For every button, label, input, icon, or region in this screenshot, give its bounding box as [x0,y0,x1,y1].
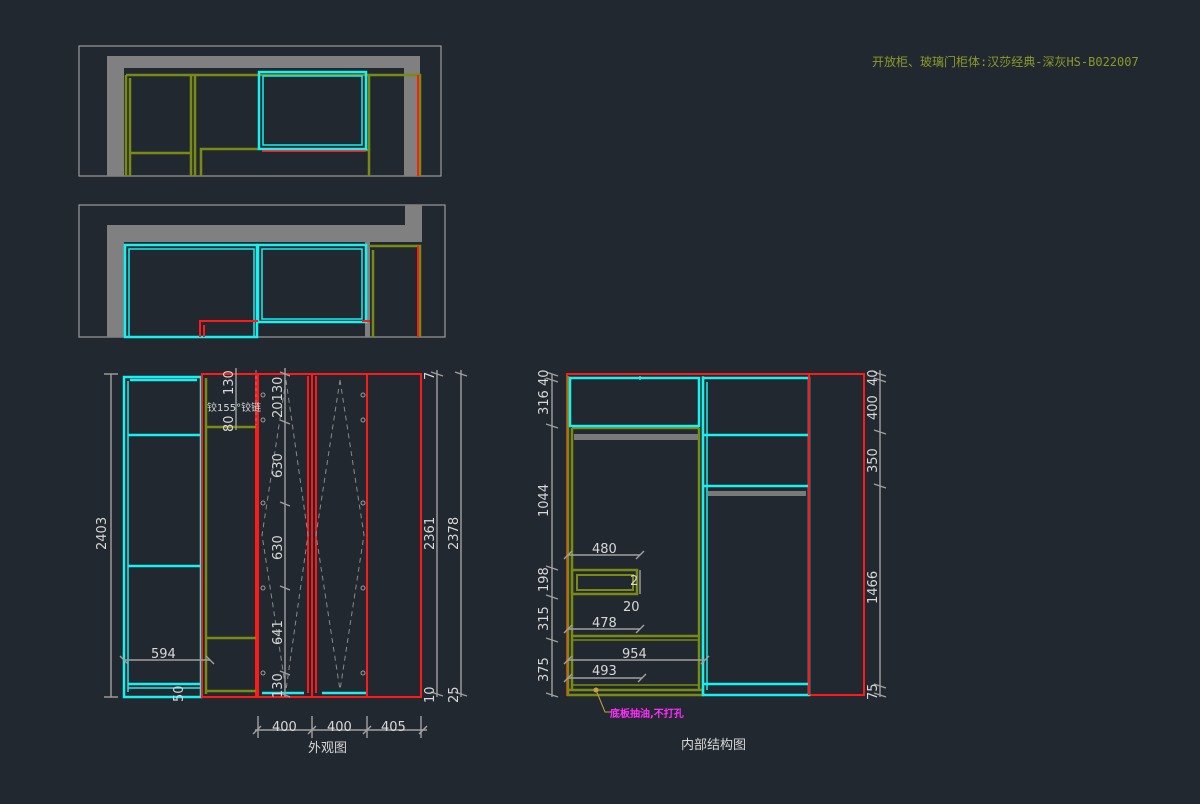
dim-int-1044: 1044 [537,484,552,517]
dim-2378: 2378 [447,517,462,550]
dim-int-40-right: 40 [866,369,881,386]
dim-7: 7 [423,372,438,380]
dim-int-40-left: 40 [537,369,552,386]
dim-int-478: 478 [592,616,617,631]
dim-130-a: 130 [222,370,237,395]
dim-int-375: 375 [537,657,552,682]
interior-elevation: 底板抽油,不打孔 40 316 1044 198 315 375 480 2 2… [537,369,887,753]
dim-int-1466: 1466 [866,571,881,604]
exterior-elevation: 2403 594 50 130 铰155°铰链 80 20130 630 630… [95,368,468,756]
dim-400-a: 400 [272,720,297,735]
dim-2361: 2361 [423,517,438,550]
dim-int-315: 315 [537,606,552,631]
hinge-note: 铰155°铰链 [207,401,261,414]
dim-10: 10 [423,686,438,703]
dim-130-b: 130 [271,673,286,698]
dim-50: 50 [172,685,187,702]
dim-int-75: 75 [866,683,881,700]
dim-int-2: 2 [630,574,638,589]
dim-594: 594 [151,647,176,662]
caption-interior: 内部结构图 [681,737,746,753]
dim-int-350: 350 [866,448,881,473]
dim-int-20: 20 [623,600,640,615]
dim-400-b: 400 [327,720,352,735]
dim-630-a: 630 [271,453,286,478]
dim-80: 80 [222,415,237,432]
dim-641: 641 [271,620,286,645]
drawing-title: 开放柜、玻璃门柜体:汉莎经典-深灰HS-B022007 [872,54,1139,69]
base-note: 底板抽油,不打孔 [610,707,684,720]
caption-exterior: 外观图 [308,741,347,756]
dim-int-316: 316 [537,390,552,415]
plan-view-bottom [78,204,446,339]
dim-int-493: 493 [592,664,617,679]
dim-630-b: 630 [271,535,286,560]
dim-int-400: 400 [866,395,881,420]
dim-2403: 2403 [95,517,110,550]
plan-view-top [78,45,442,177]
dim-25: 25 [447,686,462,703]
dim-405: 405 [381,720,406,735]
dim-int-198: 198 [537,567,552,592]
dim-20130: 20130 [271,377,286,418]
dim-int-480: 480 [592,542,617,557]
dim-int-954: 954 [622,647,647,662]
